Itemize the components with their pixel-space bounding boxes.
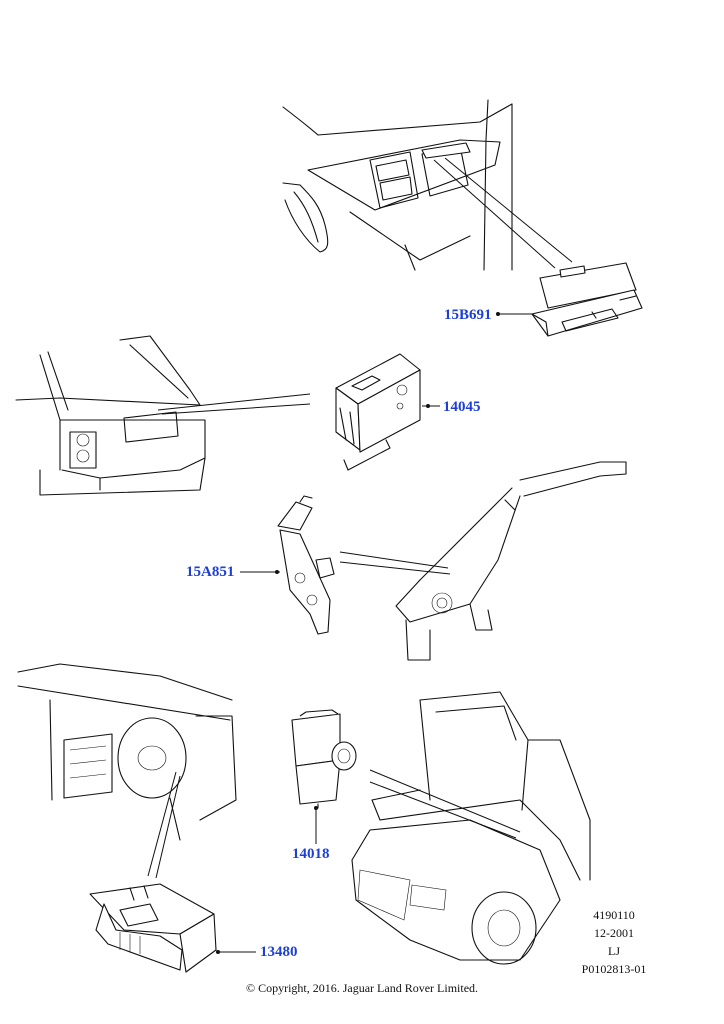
part-label-14045[interactable]: 14045 — [443, 399, 481, 415]
vehicle-rear-illustration — [15, 335, 440, 496]
part-label-15b691[interactable]: 15B691 — [444, 307, 492, 323]
reference-line-2: 12-2001 — [594, 926, 634, 940]
part-label-13480[interactable]: 13480 — [260, 944, 298, 960]
part-label-15a851[interactable]: 15A851 — [186, 564, 235, 580]
reference-line-3: LJ — [608, 944, 620, 958]
handbrake-illustration — [240, 461, 627, 661]
vehicle-front-illustration — [291, 691, 591, 965]
reference-line-1: 4190110 — [593, 908, 635, 922]
overhead-console-illustration — [282, 99, 643, 337]
dashboard-illustration — [17, 663, 256, 973]
reference-line-4: P0102813-01 — [581, 962, 647, 976]
copyright-notice: © Copyright, 2016. Jaguar Land Rover Lim… — [245, 981, 479, 995]
part-label-14018[interactable]: 14018 — [292, 846, 330, 862]
